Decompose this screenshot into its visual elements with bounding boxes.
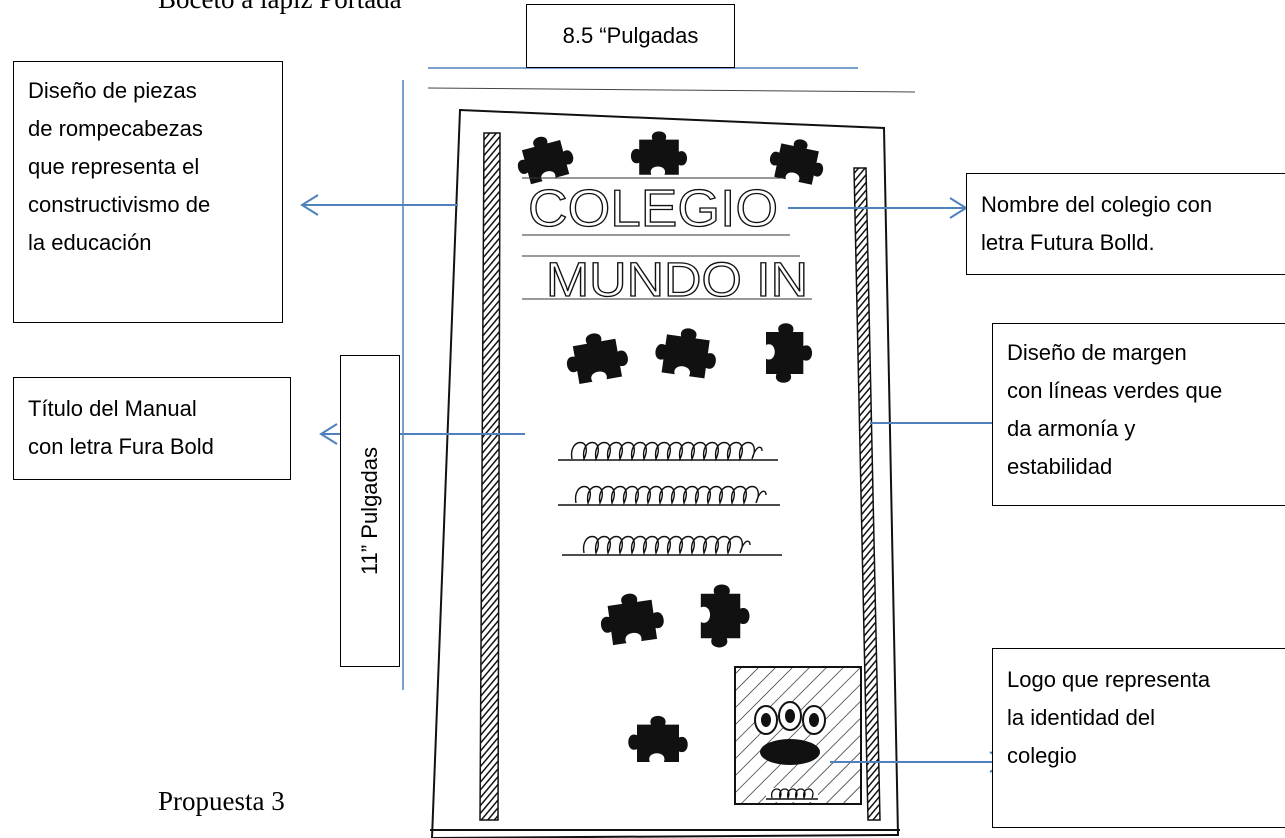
page-title: Boceto a lápiz Portada [158, 0, 402, 13]
callout-puzzle-design: Diseño de piezas de rompecabezas que rep… [13, 61, 283, 323]
callout-line: letra Futura Bolld. [981, 230, 1155, 255]
right-margin-stripe [853, 167, 881, 821]
callout-line: estabilidad [1007, 454, 1113, 479]
callout-line: la identidad del [1007, 705, 1156, 730]
callout-line: da armonía y [1007, 416, 1136, 441]
callout-line: Diseño de piezas [28, 78, 197, 103]
height-dimension-label: 11” Pulgadas [357, 446, 382, 576]
callout-line: Título del Manual [28, 396, 197, 421]
proposal-label: Propuesta 3 [158, 786, 285, 816]
callout-line: Diseño de margen [1007, 340, 1187, 365]
callout-line: con líneas verdes que [1007, 378, 1223, 403]
callout-line: colegio [1007, 743, 1077, 768]
width-dimension-label: 8.5 “Pulgadas [562, 23, 699, 48]
callout-logo: Logo que representa la identidad del col… [992, 648, 1285, 828]
left-margin-stripe [479, 132, 501, 821]
callout-line: la educación [28, 230, 152, 255]
sketch-school-line2: MUNDO IN [546, 254, 808, 307]
sketch-school-line1: COLEGIO [528, 180, 778, 238]
callout-margin-design: Diseño de margen con líneas verdes que d… [992, 323, 1285, 506]
sketch-logo [734, 666, 862, 805]
callout-line: que representa el [28, 154, 200, 179]
sketch-paper [427, 87, 916, 838]
callout-line: de rompecabezas [28, 116, 203, 141]
callout-manual-title: Título del Manual con letra Fura Bold [13, 377, 291, 480]
width-dimension-box: 8.5 “Pulgadas [526, 4, 735, 68]
callout-line: Nombre del colegio con [981, 192, 1213, 217]
callout-school-name: Nombre del colegio con letra Futura Boll… [966, 173, 1285, 275]
callout-line: Logo que representa [1007, 667, 1211, 692]
callout-line: con letra Fura Bold [28, 434, 214, 459]
callout-line: constructivismo de [28, 192, 211, 217]
sketch-manual-title [558, 442, 782, 556]
height-dimension-box: 11” Pulgadas [340, 355, 400, 667]
